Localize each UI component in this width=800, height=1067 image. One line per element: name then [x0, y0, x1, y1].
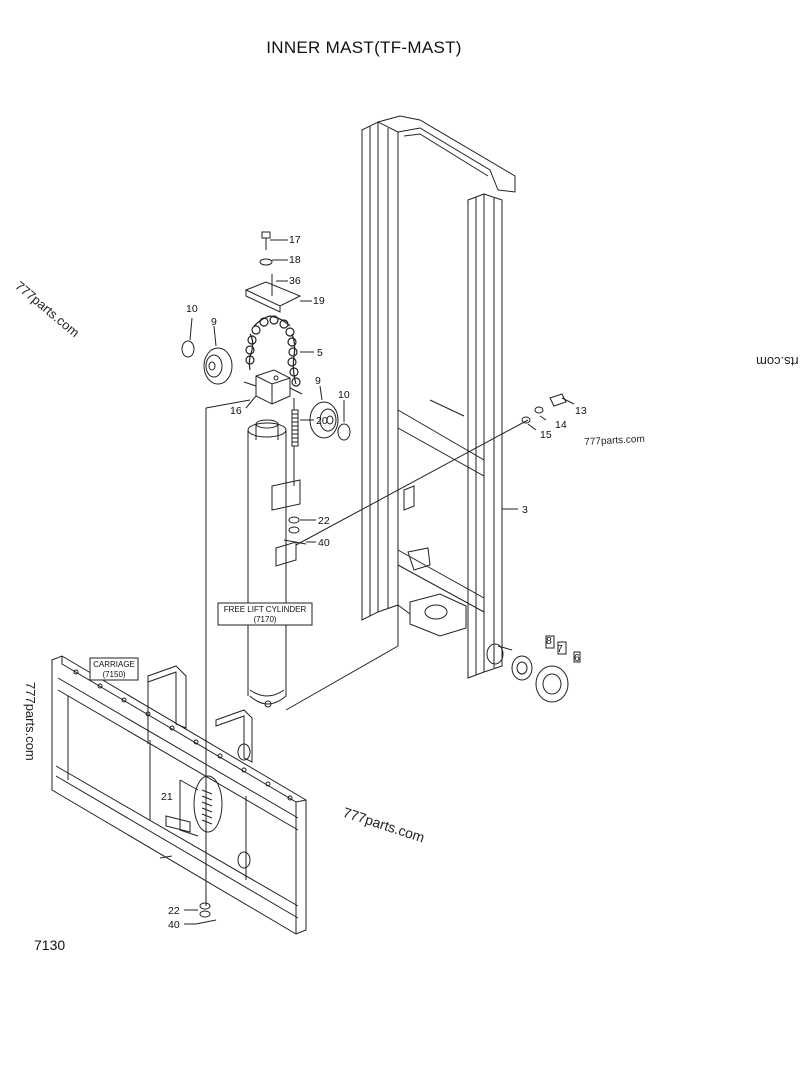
callout-13: 13 [575, 405, 587, 417]
callout-21: 21 [161, 791, 173, 803]
callout-17: 17 [289, 234, 301, 246]
free-lift-box-line1: FREE LIFT CYLINDER [224, 605, 307, 614]
carriage [51, 655, 307, 935]
callout-40-upper: 40 [318, 537, 330, 549]
callout-40-lower: 40 [168, 919, 180, 931]
callout-9-left: 9 [211, 316, 217, 328]
free-lift-box-line2: (7170) [253, 615, 276, 624]
callout-10-right: 10 [338, 389, 350, 401]
callout-22-upper: 22 [318, 515, 330, 527]
diagram-title: INNER MAST(TF-MAST) [266, 38, 462, 57]
callout-36: 36 [289, 275, 301, 287]
chain-assembly [181, 231, 351, 486]
callout-16: 16 [230, 405, 242, 417]
callout-labels: 17 18 36 19 10 9 5 9 10 16 20 22 40 13 1… [93, 234, 587, 931]
callout-7: 7 [557, 643, 563, 655]
callout-3: 3 [522, 504, 528, 516]
callout-9-right: 9 [315, 375, 321, 387]
watermark-left-vertical: 777parts.com [23, 682, 38, 761]
mast-hardware [486, 393, 581, 703]
callout-14: 14 [555, 419, 567, 431]
callout-22-lower: 22 [168, 905, 180, 917]
callout-6: 6 [574, 652, 580, 664]
callout-20: 20 [316, 415, 328, 427]
callout-19: 19 [313, 295, 325, 307]
inner-mast-frame [361, 115, 518, 679]
free-lift-cylinder [205, 399, 529, 906]
carriage-box-line2: (7150) [102, 670, 125, 679]
chain [245, 315, 301, 387]
callout-18: 18 [289, 254, 301, 266]
callout-10-left: 10 [186, 303, 198, 315]
callout-5: 5 [317, 347, 323, 359]
drawing-code: 7130 [34, 937, 66, 953]
carriage-box-line1: CARRIAGE [93, 660, 135, 669]
callout-15: 15 [540, 429, 552, 441]
callout-8: 8 [546, 635, 552, 647]
watermark-right-partial: rts.com [756, 354, 799, 369]
